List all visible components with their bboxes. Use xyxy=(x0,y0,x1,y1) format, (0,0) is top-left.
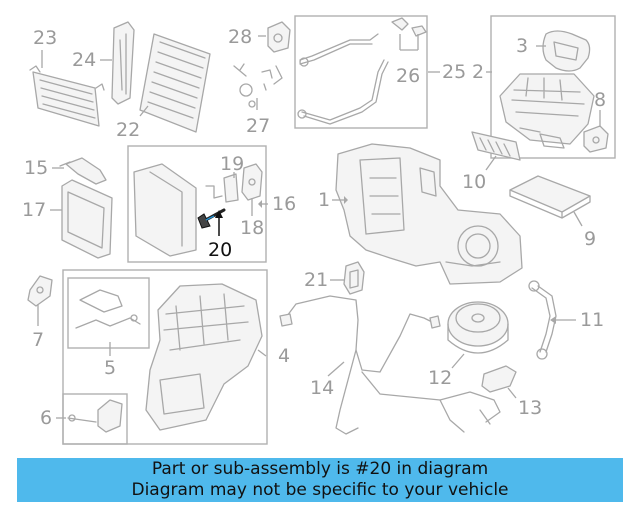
callout-15: 15 xyxy=(24,157,48,179)
part-2-housing xyxy=(499,73,595,149)
callout-20: 20 xyxy=(208,239,232,261)
part-14-wiring-harness xyxy=(279,295,501,435)
part-23-heater-core xyxy=(29,65,105,127)
banner-line-1: Part or sub-assembly is #20 in diagram xyxy=(151,459,489,479)
part-28-valve xyxy=(267,21,291,53)
callout-23: 23 xyxy=(33,27,57,49)
part-8-actuator xyxy=(583,125,609,153)
part-26-valves xyxy=(391,17,427,37)
part-16-flap xyxy=(133,163,197,257)
callout-1: 1 xyxy=(318,189,330,211)
leader-lines xyxy=(37,34,601,419)
callout-22: 22 xyxy=(116,119,140,141)
callout-13: 13 xyxy=(518,397,542,419)
callout-6: 6 xyxy=(40,407,52,429)
part-20-screw xyxy=(197,208,226,229)
group-box-6 xyxy=(62,393,128,445)
callout-25: 25 xyxy=(442,61,466,83)
callout-12: 12 xyxy=(428,367,452,389)
callout-2: 2 xyxy=(472,61,484,83)
callout-26: 26 xyxy=(396,65,420,87)
part-21-seal xyxy=(343,261,365,295)
callout-3: 3 xyxy=(516,35,528,57)
group-box-5 xyxy=(67,277,150,349)
callout-14: 14 xyxy=(310,377,334,399)
callout-9: 9 xyxy=(584,228,596,250)
part-18-bracket xyxy=(241,163,263,201)
callout-7: 7 xyxy=(32,329,44,351)
part-19-clip xyxy=(205,173,239,203)
group-box-4 xyxy=(62,269,268,445)
part-10-grille xyxy=(471,131,521,161)
leader-arrowheads xyxy=(215,196,556,324)
part-12-blower-motor xyxy=(447,301,509,354)
parts-diagram: 23 24 22 28 27 26 25 2 3 8 10 9 1 15 17 … xyxy=(22,15,616,445)
callout-5: 5 xyxy=(104,357,116,379)
callout-24: 24 xyxy=(72,49,96,71)
callout-28: 28 xyxy=(228,26,252,48)
callout-16: 16 xyxy=(272,193,296,215)
group-box-2 xyxy=(490,15,616,159)
part-3-gasket xyxy=(542,30,591,72)
group-box-25 xyxy=(294,15,428,129)
part-27-fittings xyxy=(233,63,283,108)
part-9-filter xyxy=(509,175,591,219)
callout-11: 11 xyxy=(580,309,604,331)
callout-8: 8 xyxy=(594,89,606,111)
callout-21: 21 xyxy=(304,269,328,291)
callout-27: 27 xyxy=(246,115,270,137)
callout-19: 19 xyxy=(220,153,244,175)
info-banner: Part or sub-assembly is #20 in diagram D… xyxy=(17,458,623,502)
callout-labels: 23 24 22 28 27 26 25 2 3 8 10 9 1 15 17 … xyxy=(22,26,606,429)
part-6-actuator xyxy=(67,399,123,433)
part-22-evaporator xyxy=(139,33,211,133)
callout-17: 17 xyxy=(22,199,46,221)
part-7-bracket xyxy=(27,275,53,307)
part-13-resistor xyxy=(481,365,517,393)
callout-10: 10 xyxy=(462,171,486,193)
part-4-lower-housing xyxy=(145,283,263,431)
part-25-pipes xyxy=(297,33,389,125)
callout-4: 4 xyxy=(278,345,290,367)
part-15-sensor xyxy=(59,157,107,185)
part-17-frame xyxy=(61,179,113,259)
part-1-hvac-case xyxy=(335,143,523,285)
banner-line-2: Diagram may not be specific to your vehi… xyxy=(131,480,509,500)
callout-18: 18 xyxy=(240,217,264,239)
part-24-bracket xyxy=(111,21,135,105)
part-5-linkage xyxy=(75,289,141,329)
